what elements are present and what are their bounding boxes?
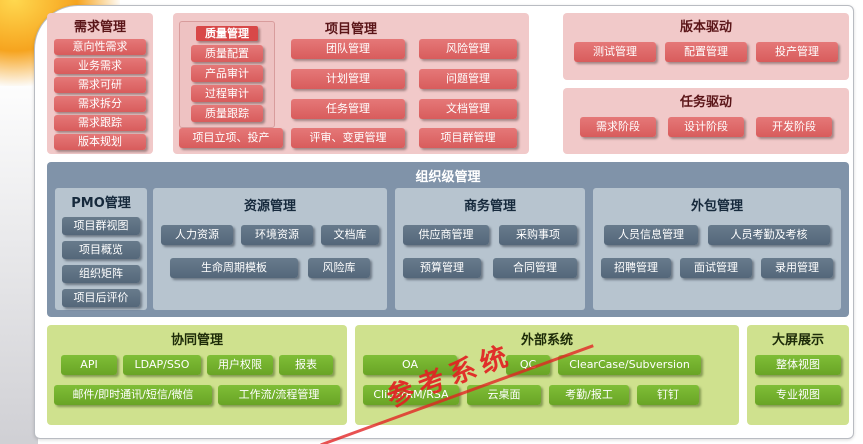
project-module: 文档管理 — [419, 99, 517, 119]
resource-module: 风险库 — [308, 258, 370, 278]
task-module: 需求阶段 — [580, 117, 656, 137]
requirements-module: 业务需求 — [54, 58, 146, 74]
project-module: 团队管理 — [291, 39, 405, 59]
collaboration-module: 邮件/即时通讯/短信/微信 — [54, 385, 212, 405]
quality-module: 质量配置 — [191, 45, 263, 62]
requirements-module: 需求可研 — [54, 77, 146, 93]
section-requirements: 需求管理 意向性需求 业务需求 需求可研 需求拆分 需求跟踪 版本规划 — [47, 13, 153, 154]
left-edge-decoration — [0, 70, 38, 444]
section-task-driven: 任务驱动 需求阶段 设计阶段 开发阶段 — [563, 88, 849, 154]
section-collaboration: 协同管理 API LDAP/SSO 用户权限 报表 邮件/即时通讯/短信/微信 … — [47, 325, 347, 425]
external-module: 钉钉 — [637, 385, 699, 405]
section-quality: 质量管理 质量配置 产品审计 过程审计 质量跟踪 — [179, 21, 275, 128]
resource-module: 文档库 — [321, 225, 379, 245]
external-module: 云桌面 — [467, 385, 541, 405]
project-module: 评审、变更管理 — [291, 128, 405, 148]
quality-title-badge: 质量管理 — [196, 26, 258, 41]
task-module: 开发阶段 — [756, 117, 832, 137]
section-external-systems: 外部系统 OA QC ClearCase/Subversion CliberRM… — [355, 325, 739, 425]
collaboration-module: 工作流/流程管理 — [218, 385, 340, 405]
requirements-title: 需求管理 — [73, 20, 126, 35]
version-module: 投产管理 — [756, 42, 838, 62]
external-systems-title: 外部系统 — [520, 333, 573, 348]
project-module: 任务管理 — [291, 99, 405, 119]
outsourcing-module: 面试管理 — [680, 258, 752, 278]
collaboration-module: 用户权限 — [207, 355, 273, 375]
business-module: 合同管理 — [493, 258, 577, 278]
outsourcing-module: 人员信息管理 — [604, 225, 698, 245]
business-module: 供应商管理 — [403, 225, 489, 245]
requirements-module: 需求跟踪 — [54, 115, 146, 131]
collaboration-module: LDAP/SSO — [123, 355, 201, 375]
section-version-driven: 版本驱动 测试管理 配置管理 投产管理 — [563, 13, 849, 80]
requirements-module: 意向性需求 — [54, 39, 146, 55]
external-module: CliberRM/RSA — [363, 385, 459, 405]
business-module: 采购事项 — [499, 225, 577, 245]
project-module: 问题管理 — [419, 69, 517, 89]
task-module: 设计阶段 — [668, 117, 744, 137]
version-driven-title: 版本驱动 — [679, 20, 732, 35]
section-project: 项目管理 质量管理 质量配置 产品审计 过程审计 质量跟踪 团队管理 计划管理 … — [173, 13, 529, 154]
version-module: 测试管理 — [574, 42, 656, 62]
quality-module: 质量跟踪 — [191, 105, 263, 122]
panel-resource: 资源管理 人力资源 环境资源 文档库 生命周期模板 风险库 — [153, 188, 387, 310]
outsourcing-module: 招聘管理 — [601, 258, 671, 278]
display-title: 大屏展示 — [771, 333, 824, 348]
project-module: 项目立项、投产 — [179, 128, 283, 148]
main-card: 需求管理 意向性需求 业务需求 需求可研 需求拆分 需求跟踪 版本规划 项目管理… — [34, 5, 854, 444]
collaboration-module: 报表 — [279, 355, 333, 375]
business-module: 预算管理 — [403, 258, 481, 278]
pmo-module: 项目后评价 — [62, 289, 140, 307]
section-display: 大屏展示 整体视图 专业视图 — [747, 325, 849, 425]
external-module: ClearCase/Subversion — [558, 355, 701, 375]
quality-module: 产品审计 — [191, 65, 263, 82]
section-organization: 组织级管理 PMO管理 项目群视图 项目概览 组织矩阵 项目后评价 资源管理 人… — [47, 162, 849, 317]
external-module: QC — [506, 355, 550, 375]
project-title: 项目管理 — [324, 22, 377, 37]
project-module: 项目群管理 — [419, 128, 517, 148]
resource-title: 资源管理 — [243, 199, 296, 214]
resource-module: 生命周期模板 — [170, 258, 298, 278]
project-module: 风险管理 — [419, 39, 517, 59]
display-module: 专业视图 — [755, 385, 841, 405]
external-module: OA — [363, 355, 457, 375]
requirements-module: 版本规划 — [54, 134, 146, 150]
display-module: 整体视图 — [755, 355, 841, 375]
quality-module: 过程审计 — [191, 85, 263, 102]
outsourcing-title: 外包管理 — [690, 199, 743, 214]
pmo-module: 项目概览 — [62, 241, 140, 259]
version-module: 配置管理 — [665, 42, 747, 62]
business-title: 商务管理 — [463, 199, 516, 214]
panel-pmo: PMO管理 项目群视图 项目概览 组织矩阵 项目后评价 — [55, 188, 147, 310]
external-module: 考勤/报工 — [549, 385, 629, 405]
task-driven-title: 任务驱动 — [679, 95, 732, 110]
collaboration-title: 协同管理 — [170, 333, 223, 348]
requirements-module: 需求拆分 — [54, 96, 146, 112]
project-module: 计划管理 — [291, 69, 405, 89]
resource-module: 人力资源 — [161, 225, 233, 245]
outsourcing-module: 录用管理 — [761, 258, 833, 278]
outsourcing-module: 人员考勤及考核 — [708, 225, 830, 245]
panel-outsourcing: 外包管理 人员信息管理 人员考勤及考核 招聘管理 面试管理 录用管理 — [593, 188, 841, 310]
panel-business: 商务管理 供应商管理 采购事项 预算管理 合同管理 — [395, 188, 585, 310]
organization-title: 组织级管理 — [415, 170, 481, 185]
resource-module: 环境资源 — [241, 225, 313, 245]
pmo-module: 组织矩阵 — [62, 265, 140, 283]
pmo-title: PMO管理 — [71, 196, 131, 211]
pmo-module: 项目群视图 — [62, 217, 140, 235]
collaboration-module: API — [61, 355, 117, 375]
